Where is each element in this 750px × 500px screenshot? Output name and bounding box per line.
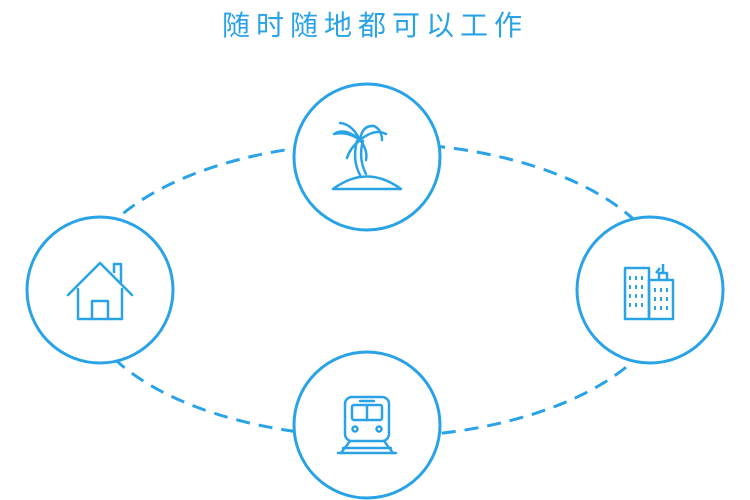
office-buildings-icon xyxy=(623,264,675,321)
node-transit xyxy=(292,350,442,500)
palm-island-icon xyxy=(331,121,403,191)
node-beach xyxy=(292,82,442,232)
node-home xyxy=(25,215,175,365)
house-icon xyxy=(66,261,134,321)
train-icon xyxy=(336,395,398,455)
page-title: 随时随地都可以工作 xyxy=(221,9,528,42)
node-office xyxy=(575,215,725,365)
